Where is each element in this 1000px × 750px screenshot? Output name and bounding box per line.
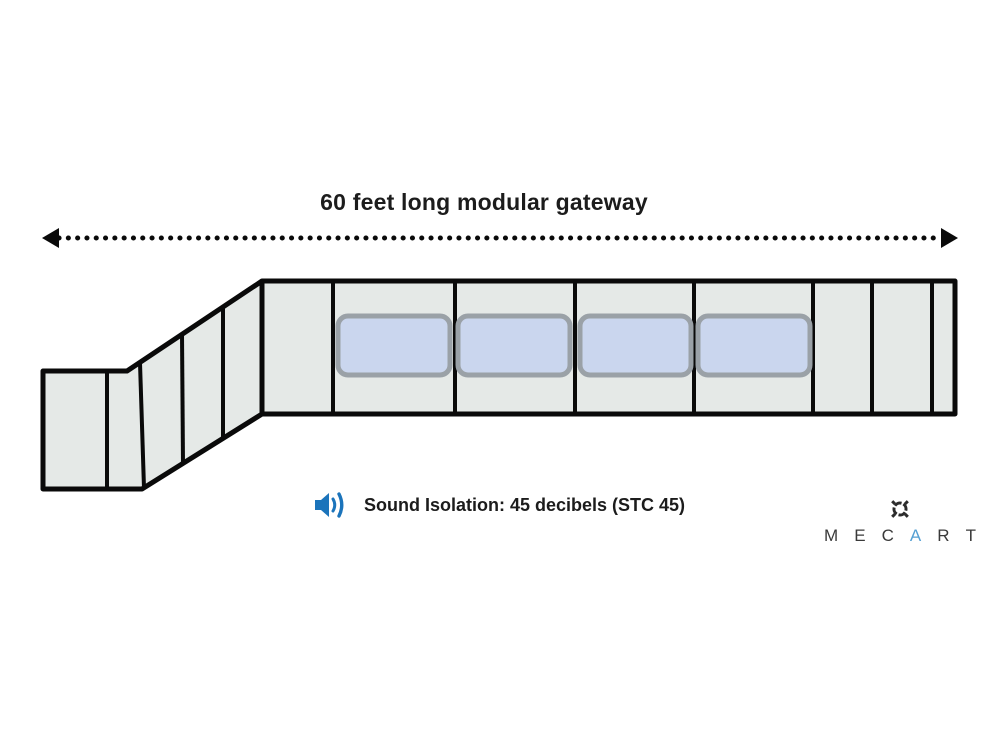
structure-outline (40, 278, 958, 492)
dimension-label: 60 feet long modular gateway (320, 189, 648, 215)
gear-icon (891, 500, 909, 518)
window (695, 313, 813, 378)
logo-letter: R (937, 526, 950, 545)
dimension-arrow (42, 228, 958, 248)
window (577, 313, 694, 378)
panel-divider (138, 362, 146, 489)
logo-letter: T (965, 526, 976, 545)
logo-letter: M (824, 526, 839, 545)
logo-letter: C (881, 526, 894, 545)
window (455, 313, 573, 378)
arrow-head-left (42, 228, 59, 248)
sound-isolation-text: Sound Isolation: 45 decibels (STC 45) (364, 494, 686, 515)
window (335, 313, 453, 378)
gateway-structure (40, 278, 958, 492)
logo-letter: E (854, 526, 866, 545)
speaker-icon (315, 492, 344, 518)
sound-isolation-row: Sound Isolation: 45 decibels (STC 45) (313, 489, 685, 521)
arrow-head-right (941, 228, 958, 248)
panel-divider (180, 333, 185, 465)
logo-letter: A (909, 526, 922, 545)
